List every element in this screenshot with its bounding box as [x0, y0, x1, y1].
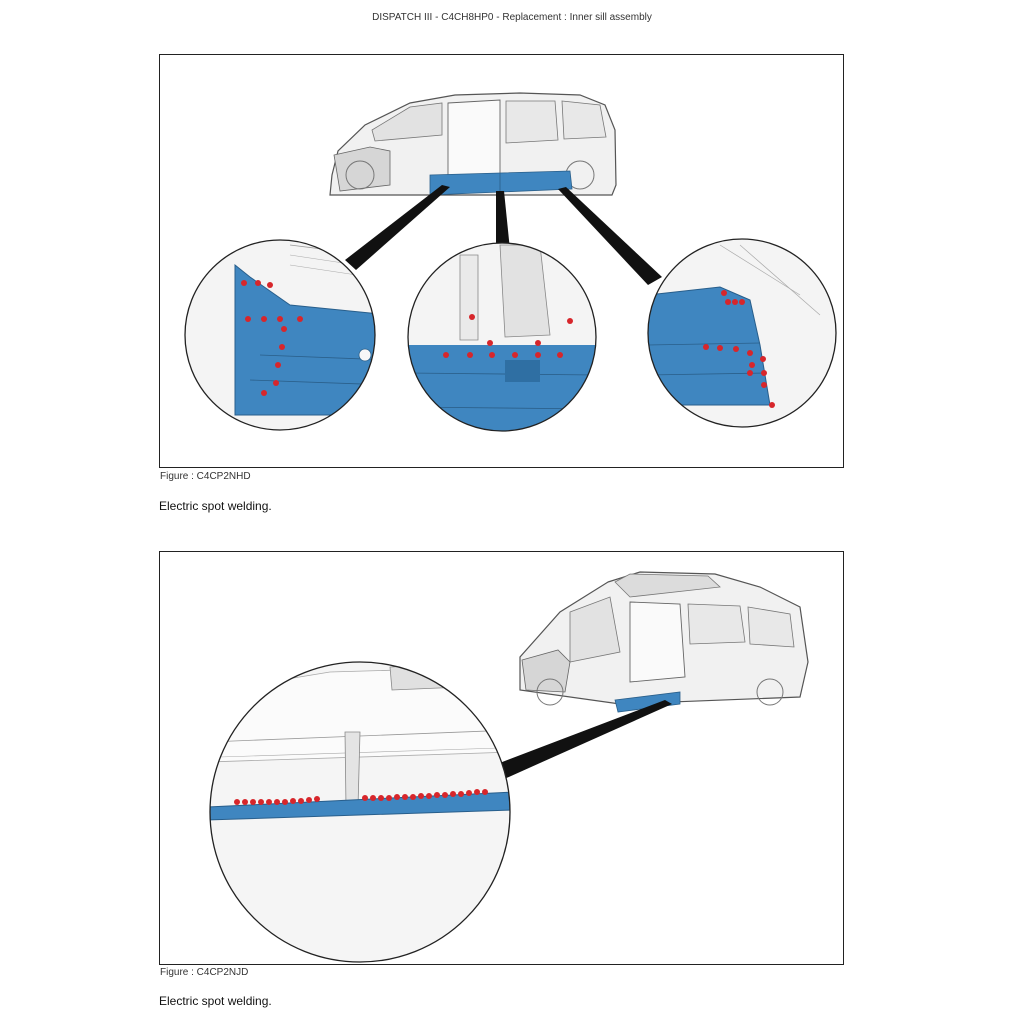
figure-1-drawing: [184, 92, 837, 432]
figure-2-drawing: [209, 571, 809, 963]
detail-view-rear-sill: [647, 238, 837, 428]
page-header: DISPATCH III - C4CH8HP0 - Replacement : …: [372, 12, 652, 23]
van-body-three-quarter-view: [519, 571, 809, 713]
detail-view-front-sill: [184, 239, 376, 431]
figure-2-description: Electric spot welding.: [159, 994, 272, 1008]
figure-2-illustration: [159, 551, 844, 965]
figure-1-illustration: [159, 54, 844, 468]
figure-1-description: Electric spot welding.: [159, 499, 272, 513]
van-body-side-view: [329, 92, 617, 196]
detail-view-sill-weld-line: [209, 661, 511, 963]
figure-2-caption: Figure : C4CP2NJD: [160, 967, 249, 978]
leader-line: [497, 700, 672, 780]
leader-lines: [345, 185, 662, 285]
figure-1-caption: Figure : C4CP2NHD: [160, 471, 251, 482]
detail-view-center-pillar: [407, 242, 597, 432]
